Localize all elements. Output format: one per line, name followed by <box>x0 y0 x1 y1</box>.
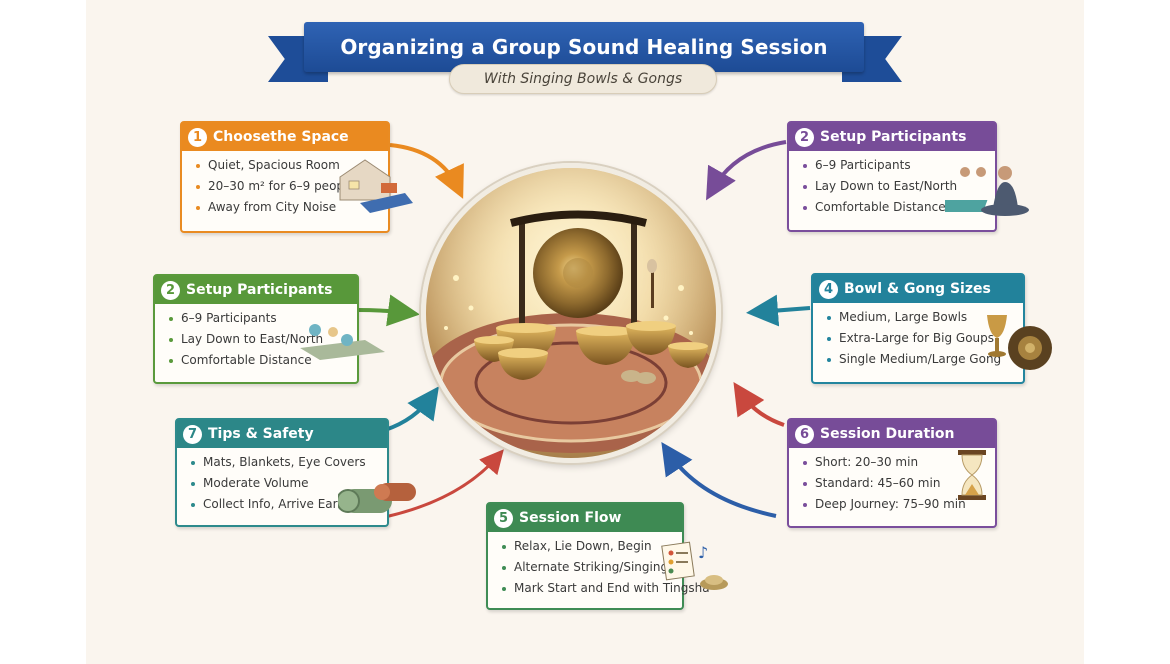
list-item: Lay Down to East/North <box>169 329 357 350</box>
page-title: Organizing a Group Sound Healing Session <box>340 35 828 59</box>
list-item: Moderate Volume <box>191 473 387 494</box>
arrow-space <box>389 143 464 199</box>
step-number: 6 <box>795 424 814 444</box>
list-item: 20–30 m² for 6–9 people <box>196 176 388 197</box>
list-item: Comfortable Distance <box>169 350 357 371</box>
arrow-setup-left <box>356 294 420 327</box>
card-title: Choosethe Space <box>213 129 349 145</box>
arrow-setup-right <box>706 140 787 201</box>
arrow-duration <box>733 381 785 427</box>
step-number: 5 <box>494 508 513 528</box>
list-item: Short: 20–30 min <box>803 452 995 473</box>
list-item: Mats, Blankets, Eye Covers <box>191 452 387 473</box>
card-session-flow: 5 Session Flow Relax, Lie Down, Begin Al… <box>486 502 710 610</box>
card-title: Setup Participants <box>820 129 967 145</box>
card-header: 2 Setup Participants <box>155 276 357 304</box>
room-icon <box>339 159 413 213</box>
card-list: Short: 20–30 min Standard: 45–60 min Dee… <box>789 448 995 515</box>
card-header: 7 Tips & Safety <box>177 420 387 448</box>
card-title: Setup Participants <box>186 282 333 298</box>
svg-text:♪: ♪ <box>698 543 708 562</box>
list-item: Alternate Striking/Singing <box>502 557 682 578</box>
subtitle-pill: With Singing Bowls & Gongs <box>449 64 717 94</box>
card-list: Medium, Large Bowls Extra-Large for Big … <box>813 303 1023 370</box>
step-number: 1 <box>188 127 207 147</box>
card-title: Session Flow <box>519 510 622 526</box>
list-item: Away from City Noise <box>196 197 388 218</box>
list-item: Relax, Lie Down, Begin <box>502 536 682 557</box>
list-item: Standard: 45–60 min <box>803 473 995 494</box>
card-session-duration: 6 Session Duration Short: 20–30 min Stan… <box>787 418 997 528</box>
list-item: Deep Journey: 75–90 min <box>803 494 995 515</box>
card-title: Bowl & Gong Sizes <box>844 281 991 297</box>
page-subtitle: With Singing Bowls & Gongs <box>483 71 683 87</box>
card-setup-participants-left: 2 Setup Participants 6–9 Participants La… <box>153 274 359 384</box>
card-setup-participants-right: 2 Setup Participants 6–9 Participants La… <box>787 121 997 232</box>
list-item: 6–9 Participants <box>169 308 357 329</box>
card-tips-safety: 7 Tips & Safety Mats, Blankets, Eye Cove… <box>175 418 389 527</box>
card-bowl-gong-sizes: 4 Bowl & Gong Sizes Medium, Large Bowls … <box>811 273 1025 384</box>
center-illustration <box>421 163 721 463</box>
card-list: Quiet, Spacious Room 20–30 m² for 6–9 pe… <box>182 151 388 218</box>
list-item: Extra-Large for Big Goups <box>827 328 1023 349</box>
step-number: 2 <box>161 280 180 300</box>
goblet-gong-icon <box>987 315 1052 370</box>
step-number: 7 <box>183 424 202 444</box>
hourglass-icon <box>958 450 986 500</box>
rolled-mats-icon <box>338 483 416 513</box>
card-title: Tips & Safety <box>208 426 314 442</box>
card-list: Relax, Lie Down, Begin Alternate Strikin… <box>488 532 710 599</box>
list-item: Quiet, Spacious Room <box>196 155 388 176</box>
card-header: 1 Choosethe Space <box>182 123 388 151</box>
list-item: Single Medium/Large Gong <box>827 349 1023 370</box>
checklist-music-icon: ♪ <box>661 541 728 590</box>
arrow-tips <box>384 386 439 432</box>
arrow-flow-left <box>384 449 504 519</box>
gong-and-bowls-illustration <box>426 168 716 458</box>
arrow-flow-right <box>661 442 777 518</box>
list-item: Comfortable Distance <box>803 197 995 218</box>
card-list: 6–9 Participants Lay Down to East/North … <box>789 151 995 218</box>
yoga-mat-icon <box>300 324 385 360</box>
title-ribbon: Organizing a Group Sound Healing Session <box>304 22 864 72</box>
card-list: 6–9 Participants Lay Down to East/North … <box>155 304 357 371</box>
card-header: 2 Setup Participants <box>789 123 995 151</box>
card-title: Session Duration <box>820 426 955 442</box>
list-item: Lay Down to East/North <box>803 176 995 197</box>
meditating-people-icon <box>945 166 1029 216</box>
list-item: Medium, Large Bowls <box>827 307 1023 328</box>
list-item: Collect Info, Arrive Early <box>191 494 387 515</box>
card-header: 5 Session Flow <box>488 504 682 532</box>
list-item: 6–9 Participants <box>803 155 995 176</box>
card-header: 4 Bowl & Gong Sizes <box>813 275 1023 303</box>
step-number: 4 <box>819 279 838 299</box>
card-header: 6 Session Duration <box>789 420 995 448</box>
arrow-sizes <box>746 294 811 327</box>
card-list: Mats, Blankets, Eye Covers Moderate Volu… <box>177 448 387 515</box>
list-item: Mark Start and End with Tingsha <box>502 578 710 599</box>
step-number: 2 <box>795 127 814 147</box>
